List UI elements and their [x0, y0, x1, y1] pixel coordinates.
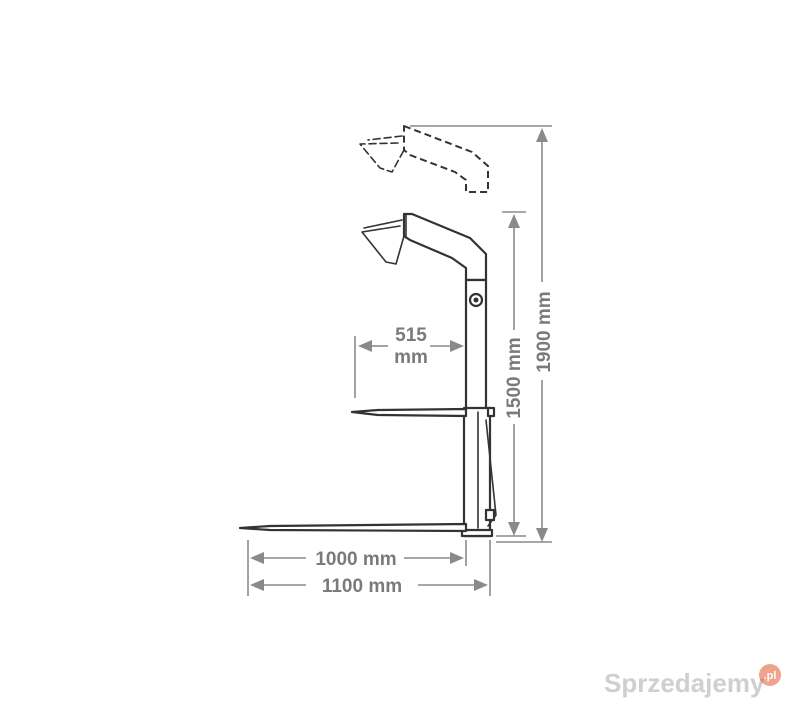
watermark-suffix: .pl: [764, 670, 777, 682]
top-hook: [361, 212, 488, 282]
short-tine: [350, 407, 468, 418]
dimension-1100: 1100 mm: [250, 540, 491, 597]
long-tine: [238, 522, 468, 533]
dimension-1900: 1900 mm: [410, 125, 555, 543]
dimension-515-value: 515: [395, 325, 427, 346]
raised-hook-outline: [359, 125, 489, 193]
watermark-badge-icon: [759, 664, 781, 686]
dimension-515: 515 mm: [354, 325, 464, 398]
dimension-515-unit: mm: [394, 347, 428, 368]
dimension-1500-label: 1500 mm: [504, 337, 525, 418]
dimension-1500: 1500 mm: [496, 211, 526, 537]
watermark-logo: Sprzedajemy .pl: [604, 664, 781, 698]
dimension-1000-label: 1000 mm: [315, 549, 396, 570]
dimension-1000: 1000 mm: [247, 540, 467, 596]
dimension-1100-label: 1100 mm: [322, 576, 402, 597]
carriage-frame: [460, 406, 497, 538]
dimension-1900-label: 1900 mm: [534, 291, 555, 372]
mast: [464, 278, 488, 412]
watermark-text: Sprzedajemy: [604, 668, 765, 698]
